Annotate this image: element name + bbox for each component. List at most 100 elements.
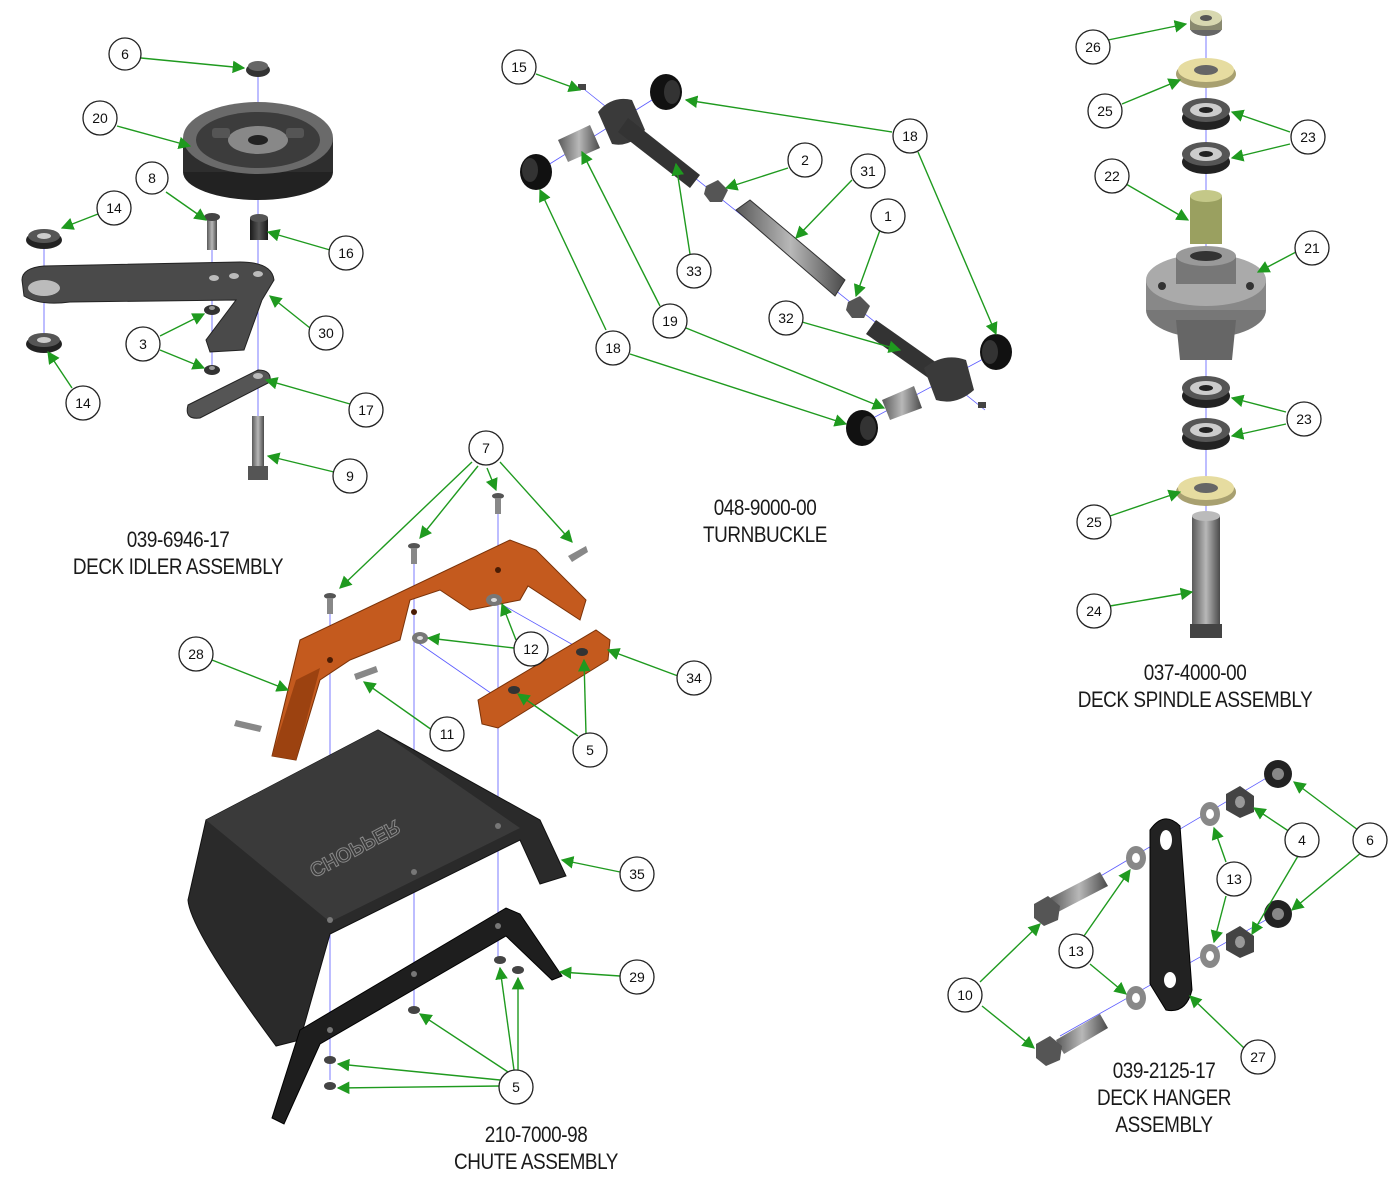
idler-nut-lower: [204, 365, 220, 375]
svg-text:33: 33: [686, 263, 702, 279]
callout-idler-6: 6: [108, 37, 142, 71]
svg-text:30: 30: [318, 325, 334, 341]
callout-idler-8: 8: [135, 161, 169, 195]
svg-text:5: 5: [586, 742, 594, 758]
callout-spindle-26: 26: [1075, 29, 1111, 65]
svg-text:23: 23: [1300, 129, 1316, 145]
idler-flange-nut: [246, 61, 270, 77]
callout-turnbuckle-31: 31: [850, 153, 886, 189]
spindle-assembly-name: DECK SPINDLE ASSEMBLY: [1077, 687, 1313, 712]
callout-spindle-25-top: 25: [1087, 93, 1123, 129]
caption-idler-assembly: 039-6946-17 DECK IDLER ASSEMBLY: [49, 526, 307, 580]
turnbuckle-jam-nut-right: [846, 296, 870, 318]
svg-text:20: 20: [92, 110, 108, 126]
turnbuckle-bushing-bottom-left: [846, 410, 878, 446]
svg-text:19: 19: [662, 313, 678, 329]
svg-text:13: 13: [1226, 871, 1242, 887]
turnbuckle-drawing: [520, 74, 1012, 446]
idler-part-number: 039-6946-17: [126, 527, 230, 552]
chute-lower-nut-5: [512, 966, 524, 974]
svg-text:35: 35: [629, 866, 645, 882]
hanger-drawing: [1034, 760, 1292, 1066]
chute-lower-bracket: [271, 907, 563, 1125]
callout-spindle-24: 24: [1076, 593, 1112, 629]
hanger-washer-c: [1200, 802, 1220, 826]
callout-idler-14-top: 14: [96, 190, 132, 226]
chute-washer-1: [486, 594, 502, 606]
chute-side-bracket: [477, 629, 611, 729]
turnbuckle-jam-nut-left: [704, 180, 728, 202]
callout-turnbuckle-2: 2: [787, 142, 823, 178]
turnbuckle-center-body: [735, 199, 846, 297]
spindle-bearing-3: [1182, 376, 1230, 408]
spindle-bearing-4: [1182, 418, 1230, 450]
svg-text:18: 18: [902, 128, 918, 144]
callout-chute-34: 34: [676, 660, 712, 696]
callout-idler-3: 3: [125, 326, 161, 362]
svg-text:15: 15: [511, 59, 527, 75]
callout-idler-20: 20: [82, 100, 118, 136]
hanger-flange-nut-b: [1264, 900, 1292, 928]
turnbuckle-bushing-top-right: [650, 74, 682, 110]
chute-lower-nut-1: [324, 1056, 336, 1064]
chute-bolt-11: [354, 666, 378, 680]
callout-chute-29: 29: [619, 959, 655, 995]
callout-spindle-23-bottom: 23: [1286, 401, 1322, 437]
caption-hanger-assembly: 039-2125-17 DECK HANGER ASSEMBLY: [1069, 1057, 1258, 1138]
svg-text:5: 5: [512, 1079, 520, 1095]
hanger-washer-a: [1126, 846, 1146, 870]
spindle-part-number: 037-4000-00: [1143, 660, 1247, 685]
chute-nut-b: [576, 648, 588, 656]
callout-hanger-13-right: 13: [1216, 861, 1252, 897]
callout-spindle-23-top: 23: [1290, 119, 1326, 155]
svg-text:29: 29: [629, 969, 645, 985]
callout-turnbuckle-18-top: 18: [892, 118, 928, 154]
idler-bolt-short: [204, 213, 220, 250]
idler-assembly-name: DECK IDLER ASSEMBLY: [72, 554, 284, 579]
hanger-bolt-upper: [1034, 872, 1108, 926]
callout-turnbuckle-18-bottom: 18: [595, 330, 631, 366]
chute-drawing: CHOPPER: [187, 493, 611, 1125]
spindle-washer-bottom: [1176, 476, 1236, 506]
spindle-housing: [1146, 246, 1266, 360]
svg-text:4: 4: [1298, 832, 1306, 848]
callout-bubbles: 6 20 8 14 16 30 3 14 17 9 15 18 2 31 1 3…: [65, 29, 1388, 1105]
spindle-bearing-1: [1182, 98, 1230, 130]
callout-spindle-25-bottom: 25: [1076, 504, 1112, 540]
callout-idler-14-bottom: 14: [65, 385, 101, 421]
svg-text:25: 25: [1097, 103, 1113, 119]
svg-text:26: 26: [1085, 39, 1101, 55]
svg-text:16: 16: [338, 245, 354, 261]
turnbuckle-grease-fitting-top: [578, 84, 586, 90]
callout-chute-12: 12: [513, 631, 549, 667]
callout-turnbuckle-15: 15: [501, 49, 537, 85]
chute-screw-2: [408, 543, 420, 564]
chute-assembly-name: CHUTE ASSEMBLY: [454, 1149, 618, 1174]
svg-text:17: 17: [358, 402, 374, 418]
svg-text:14: 14: [75, 395, 91, 411]
svg-text:23: 23: [1296, 411, 1312, 427]
hanger-nut-b: [1226, 926, 1254, 958]
leader-lines: [47, 20, 1363, 1095]
hanger-nut-a: [1226, 786, 1254, 818]
hanger-part-number: 039-2125-17: [1112, 1058, 1216, 1083]
chute-part-number: 210-7000-98: [484, 1122, 588, 1147]
idler-spacer: [250, 214, 268, 240]
svg-text:34: 34: [686, 670, 702, 686]
callout-turnbuckle-19: 19: [652, 303, 688, 339]
callout-idler-16: 16: [328, 235, 364, 271]
chute-screw-1: [324, 593, 336, 614]
chute-screw-4: [568, 546, 588, 562]
hanger-flange-nut-a: [1264, 760, 1292, 788]
callout-hanger-6: 6: [1352, 822, 1388, 858]
svg-text:10: 10: [957, 987, 973, 1003]
callout-turnbuckle-1: 1: [870, 198, 906, 234]
chute-mount-bracket: [271, 539, 587, 761]
spindle-shaft: [1190, 511, 1222, 638]
idler-bolt-long: [248, 416, 268, 480]
callout-spindle-21: 21: [1294, 230, 1330, 266]
callout-hanger-10: 10: [947, 977, 983, 1013]
callout-chute-28: 28: [178, 636, 214, 672]
callout-hanger-4: 4: [1284, 822, 1320, 858]
